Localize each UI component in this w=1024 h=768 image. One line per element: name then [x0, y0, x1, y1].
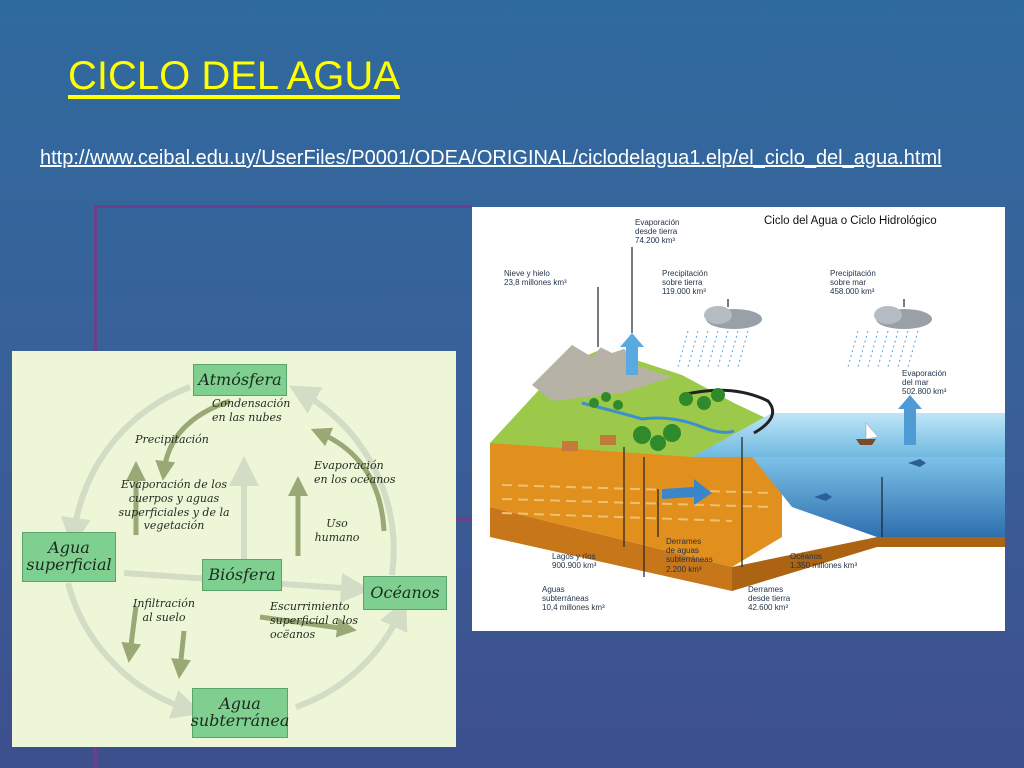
label-evaporacion-mar: Evaporación del mar 502.800 km³ — [902, 369, 946, 397]
frame-horizontal-line — [94, 205, 472, 208]
label-derrames-subterraneas: Derrames de aguas subterráneas 2.200 km³ — [666, 537, 713, 574]
label-lagos-rios: Lagos y ríos 900.900 km³ — [552, 552, 596, 570]
label-escurrimiento: Escurrimiento superficial a los ocëanos — [270, 600, 370, 641]
label-evaporacion-tierra: Evaporación desde tierra 74.200 km³ — [635, 218, 679, 246]
label-precipitacion-mar: Precipitación sobre mar 458.000 km³ — [830, 269, 876, 297]
node-agua-subterranea: Agua subterránea — [192, 688, 288, 738]
label-precipitacion-tierra: Precipitación sobre tierra 119.000 km³ — [662, 269, 708, 297]
label-condensacion: Condensación en las nubes — [212, 397, 304, 425]
illustration-title: Ciclo del Agua o Ciclo Hidrológico — [764, 215, 937, 227]
rain-cloud-sea — [848, 306, 932, 367]
source-link[interactable]: http://www.ceibal.edu.uy/UserFiles/P0001… — [40, 144, 960, 172]
label-evaporacion-oceanos: Evaporación en los océanos — [314, 459, 398, 487]
hydrological-cycle-illustration: Ciclo del Agua o Ciclo Hidrológico Evapo… — [472, 207, 1005, 631]
node-agua-superficial: Agua superficial — [22, 532, 116, 582]
node-biosfera: Biósfera — [202, 559, 282, 591]
sea-depth — [752, 457, 1005, 537]
node-atmosfera: Atmósfera — [193, 364, 287, 396]
node-oceanos: Océanos — [363, 576, 447, 610]
label-nieve-hielo: Nieve y hielo 23,8 millones km³ — [504, 269, 567, 287]
rain-cloud-land — [678, 306, 762, 367]
label-uso-humano: Uso humano — [310, 517, 364, 545]
label-derrames-tierra: Derrames desde tierra 42.600 km³ — [748, 585, 790, 613]
water-cycle-flow-diagram: Atmósfera Agua superficial Biósfera Océa… — [12, 351, 456, 747]
label-infiltracion: Infiltración al suelo — [128, 597, 200, 625]
slide-title: CICLO DEL AGUA — [68, 54, 400, 99]
label-aguas-subterraneas: Aguas subterráneas 10,4 millones km³ — [542, 585, 605, 613]
seafloor — [732, 537, 1005, 591]
label-evaporacion-cuerpos: Evaporación de los cuerpos y aguas super… — [108, 478, 240, 533]
infiltracion-arrow-2 — [180, 631, 184, 669]
label-oceanos: Océanos 1.350 millones km³ — [790, 552, 857, 570]
label-precipitacion: Precipitación — [132, 433, 212, 447]
